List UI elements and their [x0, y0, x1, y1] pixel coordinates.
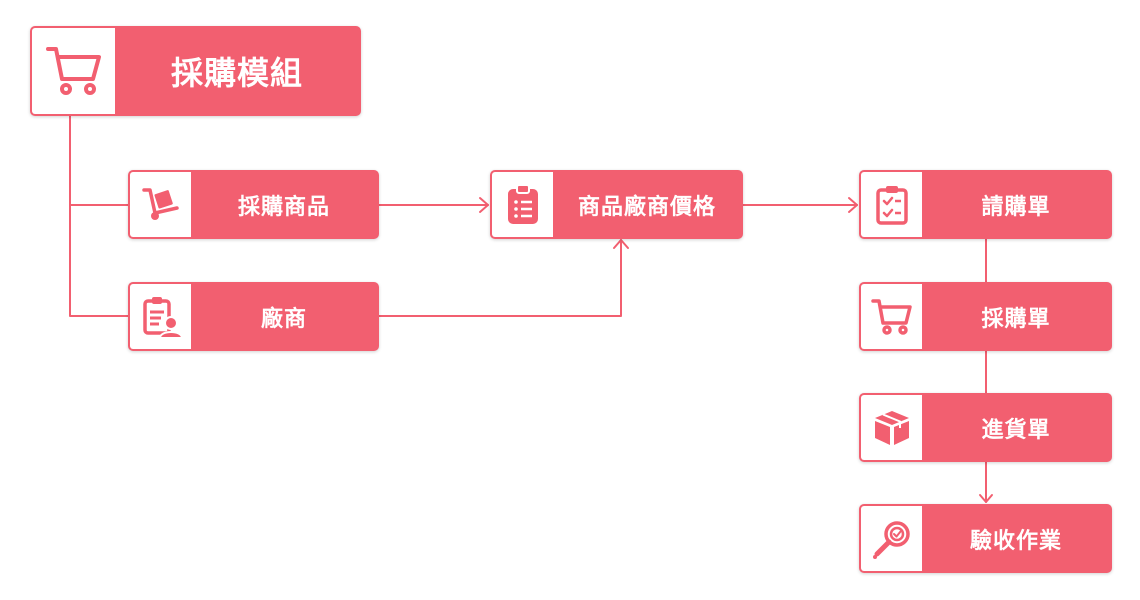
shopping-cart-icon	[870, 297, 913, 337]
node-icon-box	[492, 172, 553, 237]
node-label: 驗收作業	[969, 528, 1062, 554]
node-icon-box	[130, 172, 191, 237]
node-icon-box	[130, 284, 191, 349]
node-inspection[interactable]: 驗收作業	[859, 504, 1112, 573]
node-icon-box	[861, 506, 922, 571]
shopping-cart-icon	[45, 44, 103, 98]
arrowhead-price-left	[479, 197, 489, 213]
arrowhead-requisition	[848, 197, 858, 213]
node-requisition[interactable]: 請購單	[859, 170, 1112, 239]
magnifier-check-icon	[871, 518, 913, 560]
root-node-label: 採購模組	[170, 54, 303, 92]
node-vendor[interactable]: 廠商	[128, 282, 379, 351]
node-label: 廠商	[260, 306, 307, 332]
connector-root-branches	[69, 115, 129, 317]
node-icon-box	[861, 172, 922, 237]
clipboard-check-icon	[875, 184, 909, 226]
arrowhead-inspection	[979, 494, 993, 503]
root-icon-box	[32, 28, 115, 114]
node-icon-box	[861, 284, 922, 349]
clipboard-list-icon	[506, 183, 540, 226]
node-label: 商品廠商價格	[577, 194, 716, 220]
hand-truck-icon	[141, 186, 181, 224]
connector-vendor-to-price	[378, 239, 622, 317]
package-box-icon	[872, 408, 912, 448]
node-label: 請購單	[981, 194, 1051, 220]
node-label: 進貨單	[981, 417, 1051, 443]
clipboard-person-icon	[141, 295, 181, 339]
root-node-purchase-module[interactable]: 採購模組	[30, 26, 361, 116]
node-purchase-order[interactable]: 採購單	[859, 282, 1112, 351]
node-label: 採購商品	[237, 194, 330, 220]
node-product-vendor-price[interactable]: 商品廠商價格	[490, 170, 743, 239]
arrowhead-price-bottom	[613, 239, 629, 249]
node-goods-receipt[interactable]: 進貨單	[859, 393, 1112, 462]
node-icon-box	[861, 395, 922, 460]
node-purchase-product[interactable]: 採購商品	[128, 170, 379, 239]
node-label: 採購單	[981, 306, 1051, 332]
